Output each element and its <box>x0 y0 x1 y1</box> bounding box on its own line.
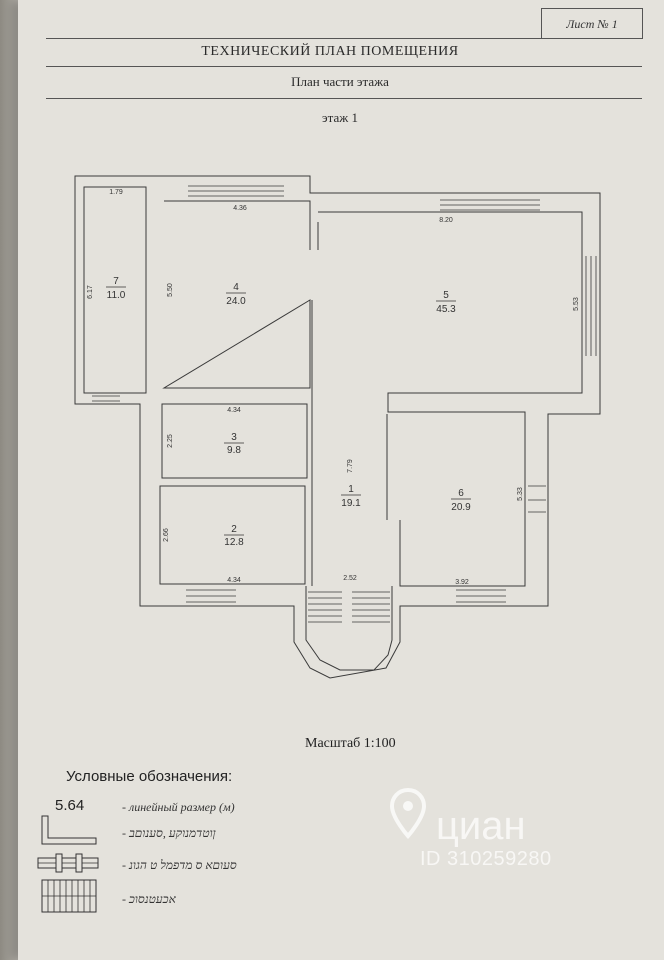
legend-item-walls: - ןוטדמנוקע ,סענוםב <box>122 826 216 840</box>
dim-room3-height: 2.25 <box>167 434 174 448</box>
door-symbol-icon <box>37 853 99 873</box>
legend-item-dimension: - линейный размер (м) <box>122 800 235 814</box>
room-2-area: 12.8 <box>224 537 244 548</box>
sheet-number: Лист № 1 <box>541 8 643 39</box>
window-room-4 <box>188 185 284 197</box>
corridor-wall <box>311 222 388 586</box>
watermark-brand: циан <box>436 804 526 848</box>
header-rule-middle <box>46 66 642 67</box>
dim-room2-height: 2.66 <box>163 528 170 542</box>
document-title: ТЕХНИЧЕСКИЙ ПЛАН ПОМЕЩЕНИЯ <box>201 44 459 59</box>
document-subtitle: План части этажа <box>291 74 389 89</box>
room-5-outline <box>318 211 583 587</box>
dim-entrance-width: 2.52 <box>343 575 357 582</box>
window-room-7 <box>92 395 120 402</box>
room-5-number: 5 <box>443 290 449 301</box>
window-room-6-side <box>528 485 546 513</box>
dim-room3-width: 4.34 <box>227 407 241 414</box>
window-room-2 <box>186 589 236 603</box>
legend-sample-dimension: 5.64 <box>55 797 85 814</box>
header-rule-bottom <box>46 98 642 99</box>
room-6-area: 20.9 <box>451 502 471 513</box>
room-7-number: 7 <box>113 276 119 287</box>
document-sheet <box>18 0 664 960</box>
vestibule-outline <box>305 586 393 671</box>
room-3-number: 3 <box>231 432 237 443</box>
dim-room2-width: 4.34 <box>227 577 241 584</box>
legend-title: Условные обозначения: <box>66 768 233 785</box>
scale-label: Масштаб 1:100 <box>305 736 396 751</box>
room-7-outline <box>83 186 147 394</box>
entrance-stairs <box>308 591 390 623</box>
legend-item-doors: - סעוםא ס מדפמל ט הגונ <box>122 858 237 872</box>
room-1-number: 1 <box>348 484 354 495</box>
room-4-outline <box>162 200 311 389</box>
dim-room5-width: 8.20 <box>439 217 453 224</box>
dim-room6-height: 5.33 <box>517 487 524 501</box>
room-2-outline <box>159 485 306 585</box>
room-4-number: 4 <box>233 282 239 293</box>
room-2-number: 2 <box>231 524 237 535</box>
room-3-area: 9.8 <box>227 445 241 456</box>
window-room-5-top <box>440 199 540 211</box>
wall-symbol-icon <box>41 815 97 845</box>
room-1-area: 19.1 <box>341 498 361 509</box>
dim-room7-width: 1.79 <box>109 189 123 196</box>
header-rule-top <box>46 38 642 39</box>
outer-wall <box>74 175 601 679</box>
dim-room7-height: 6.17 <box>87 285 94 299</box>
room-4-area: 24.0 <box>226 296 246 307</box>
room-3-outline <box>161 403 308 479</box>
window-room-5-side <box>585 256 597 356</box>
watermark-id: ID 310259280 <box>420 848 552 870</box>
room-5-area: 45.3 <box>436 304 456 315</box>
dim-room4-width: 4.36 <box>233 205 247 212</box>
room-6-number: 6 <box>458 488 464 499</box>
stairs-symbol-icon <box>41 879 97 913</box>
location-pin-icon <box>389 787 427 840</box>
dim-room6-width: 3.92 <box>455 579 469 586</box>
floor-plan: 7 11.0 4 24.0 5 45.3 3 9.8 2 12.8 1 19.1… <box>74 175 601 679</box>
dim-room4-height: 5.50 <box>167 283 174 297</box>
legend-item-stairs: - אכעטנסוכ <box>122 892 176 906</box>
window-room-6 <box>456 589 506 603</box>
floor-label: этаж 1 <box>322 110 358 125</box>
room-7-area: 11.0 <box>107 290 126 301</box>
dim-room5-height: 5.53 <box>573 297 580 311</box>
dim-room1-height: 7.79 <box>347 459 354 473</box>
